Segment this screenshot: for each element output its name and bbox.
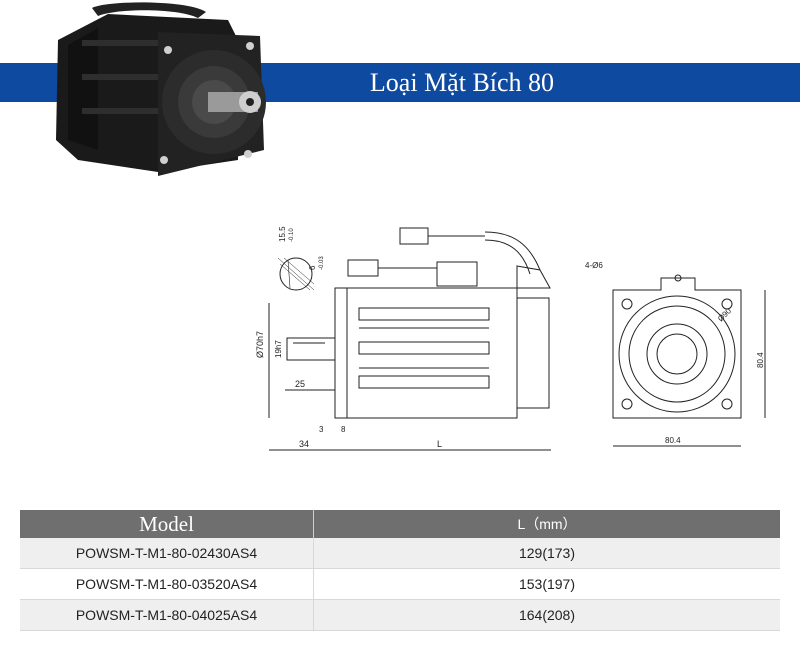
height-label: 80.4 <box>756 352 765 368</box>
power-connector <box>399 227 429 245</box>
table-row: POWSM-T-M1-80-02430AS4 129(173) <box>20 538 780 569</box>
keyway-top-label: 15.5 <box>278 226 287 242</box>
pilot-dia-label: Ø70h7 <box>255 331 265 358</box>
length-cell: 153(197) <box>313 568 780 600</box>
width-label: 80.4 <box>665 436 681 445</box>
keyway-top-tol: -0.10 <box>289 228 295 242</box>
table-row: POWSM-T-M1-80-03520AS4 153(197) <box>20 568 780 600</box>
pcd-label: Ø90 <box>716 306 733 323</box>
column-header-length: L（mm） <box>313 510 780 538</box>
model-cell: POWSM-T-M1-80-03520AS4 <box>20 568 314 600</box>
shaft-dia-label: 19h7 <box>274 340 283 358</box>
front-view <box>612 277 742 419</box>
table-row: POWSM-T-M1-80-04025AS4 164(208) <box>20 599 780 631</box>
encoder-connector <box>347 259 379 277</box>
flange-thk-b: 8 <box>341 425 346 434</box>
column-header-model: Model <box>20 510 314 538</box>
table-header-row: Model L（mm） <box>20 510 780 538</box>
model-cell: POWSM-T-M1-80-04025AS4 <box>20 599 314 631</box>
length-cell: 164(208) <box>313 599 780 631</box>
body-len-label: L <box>437 439 442 449</box>
shaft-section <box>279 257 313 291</box>
front-len-label: 34 <box>299 439 309 449</box>
motor-photo <box>56 2 266 176</box>
holes-label: 4-Ø6 <box>585 261 603 270</box>
technical-drawing: 15.5 -0.10 6 -0.03 Ø70h7 19h7 25 3 8 34 … <box>255 226 766 451</box>
shaft <box>286 337 336 361</box>
shaft-len-label: 25 <box>295 379 305 389</box>
length-cell: 129(173) <box>313 538 780 569</box>
keyway-width-tol: -0.03 <box>319 256 325 270</box>
page-title: Loại Mặt Bích 80 <box>369 68 555 97</box>
flange-thk-a: 3 <box>319 425 324 434</box>
spec-table: Model L（mm） POWSM-T-M1-80-02430AS4 129(1… <box>20 510 780 631</box>
model-cell: POWSM-T-M1-80-02430AS4 <box>20 538 314 569</box>
keyway-width-label: 6 <box>308 265 317 270</box>
flange <box>334 287 348 419</box>
